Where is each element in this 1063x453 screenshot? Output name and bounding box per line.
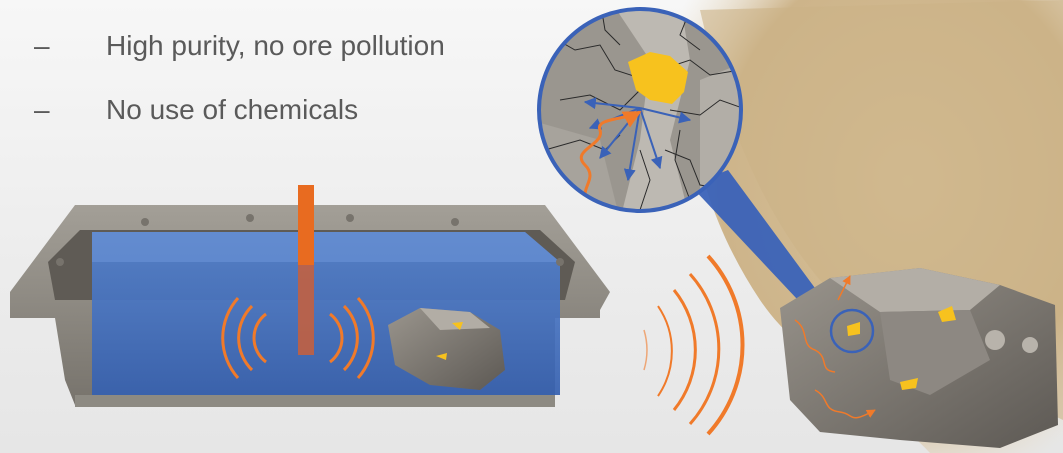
sonotrode-icon — [298, 185, 314, 355]
feature-item: – No use of chemicals — [34, 92, 445, 128]
sound-wave-icon — [643, 254, 745, 436]
magnifier-connector — [690, 170, 840, 332]
sound-wave-icon — [221, 297, 375, 379]
feature-text: No use of chemicals — [106, 94, 359, 125]
ore-rock-icon — [780, 268, 1058, 448]
bullet-dash: – — [34, 30, 50, 61]
feature-list: – High purity, no ore pollution – No use… — [34, 28, 445, 156]
bullet-dash: – — [34, 94, 50, 125]
feature-text: High purity, no ore pollution — [106, 30, 445, 61]
ore-rock-icon — [388, 308, 505, 390]
gold-grain-icon — [628, 52, 688, 104]
feature-item: – High purity, no ore pollution — [34, 28, 445, 64]
